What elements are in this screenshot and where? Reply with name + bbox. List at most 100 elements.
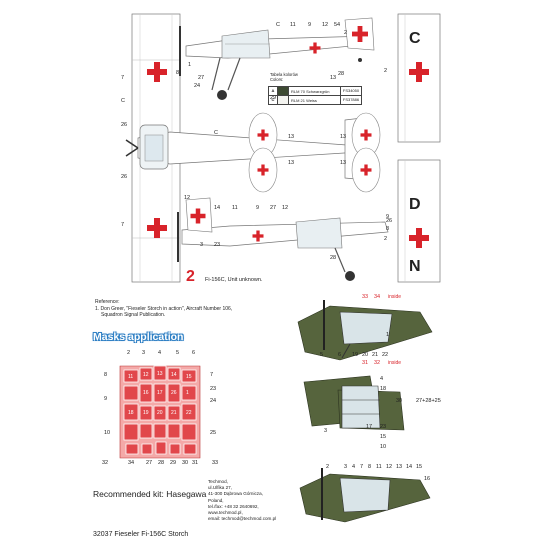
mask-num: 22 — [186, 410, 192, 416]
callout: C — [276, 22, 280, 28]
callout: 26 — [121, 122, 128, 128]
company-email: email: techmod@techmod.com.pl — [208, 516, 277, 522]
legend-fs: FS34050 — [340, 87, 361, 95]
callout: 7 — [210, 372, 214, 378]
legend-name: RLM 70 Schwarzgrün — [291, 88, 330, 94]
callout: 9 — [308, 22, 312, 28]
callout: 2 — [344, 30, 348, 36]
mask-num: 15 — [186, 374, 192, 380]
marking-number: 2 — [186, 268, 195, 285]
mask-num: 20 — [157, 410, 163, 416]
callout: 5 — [176, 350, 180, 356]
callout: 24 — [210, 398, 217, 404]
callout: C — [121, 98, 125, 104]
legend-fs: FS37886 — [340, 96, 361, 104]
callout: 23 — [210, 386, 217, 392]
recommended-kit: Recommended kit: Hasegawa — [93, 489, 207, 499]
callout: 9 — [386, 214, 390, 220]
side-view-top — [179, 17, 375, 100]
callout: 11 — [232, 205, 238, 211]
callout: 54 — [334, 22, 341, 28]
green-view-mid — [303, 375, 405, 431]
company-city: 41-300 Dąbrowa Górnicza, — [208, 491, 263, 497]
mask-num: 21 — [171, 410, 177, 416]
company-info: Techmod, ul.Ulfika 27, 41-300 Dąbrowa Gó… — [208, 479, 276, 522]
callout: 2 — [326, 464, 330, 470]
wing-letter: C — [409, 30, 421, 47]
tail-markings — [248, 112, 381, 193]
callout-red: 31 — [362, 360, 369, 366]
callout: 11 — [290, 22, 296, 28]
callout: 13 — [340, 160, 347, 166]
mask-num: 13 — [157, 371, 163, 377]
legend-title: Tabela kolorów Colors: — [270, 72, 298, 82]
product-title: 32037 Fieseler Fi-156C Storch — [93, 531, 189, 538]
company-street: ul.Ulfika 27, — [208, 485, 233, 491]
callout: 7 — [121, 222, 125, 228]
callout: 8 — [368, 464, 372, 470]
mask-num: 26 — [171, 390, 177, 396]
company-phone: tel./fax: +48 32 2640692, — [208, 503, 259, 509]
legend-title-line2: Colors: — [270, 77, 284, 82]
callout: 5 — [320, 352, 324, 358]
callout: 4 — [158, 350, 162, 356]
legend-name: RLM 21 Weiss — [291, 97, 317, 103]
callout: 15 — [380, 434, 387, 440]
mask-num: 12 — [143, 372, 149, 378]
mask-num: 19 — [143, 410, 149, 416]
company-web: www.techmod.pl, — [208, 510, 243, 516]
legend-swatch — [278, 87, 289, 95]
callout: 17 — [366, 424, 373, 430]
callout: 22 — [382, 352, 389, 358]
plan-view — [125, 13, 367, 283]
callout-red: 33 — [362, 294, 369, 300]
mask-num: 14 — [171, 372, 177, 378]
callout: 31 — [192, 460, 199, 466]
mask-num: 17 — [157, 390, 163, 396]
marking-caption: Fi-156C, Unit unknown. — [205, 277, 263, 283]
callout: 30 — [182, 460, 189, 466]
callout: 16 — [424, 476, 431, 482]
callout: 20 — [362, 352, 369, 358]
legend-code: C — [269, 96, 278, 104]
callout: 13 — [288, 160, 295, 166]
right-wing-view — [397, 13, 441, 283]
callout: 33 — [212, 460, 219, 466]
company-country: Poland, — [208, 497, 224, 503]
mask-num: 16 — [143, 390, 149, 396]
callout: 7 — [360, 464, 364, 470]
callout: 29 — [170, 460, 177, 466]
legend-row: A RLM 70 Schwarzgrün FS34050 — [269, 87, 361, 95]
callout: 2 — [127, 350, 131, 356]
mask-num: 18 — [128, 410, 134, 416]
callout: 23 — [214, 242, 221, 248]
callout: 3 — [200, 242, 204, 248]
callout: 13 — [288, 134, 295, 140]
callout: 30 — [396, 398, 403, 404]
callout: 3 — [324, 428, 328, 434]
callout: 14 — [406, 464, 413, 470]
callout: 10 — [380, 444, 387, 450]
legend-code: A — [269, 87, 278, 95]
reference-line: Squadron Signal Publication. — [101, 312, 166, 318]
masks-diagram — [119, 365, 201, 459]
callout: 13 — [330, 75, 337, 81]
legend-row: C RLM 21 Weiss FS37886 — [269, 95, 361, 104]
reference: Reference: 1. Don Greer, "Fieseler Storc… — [95, 299, 232, 319]
callout-red: inside — [388, 360, 402, 366]
callout: 3 — [344, 464, 348, 470]
legend-swatch — [278, 96, 289, 104]
callout: C — [214, 130, 218, 136]
callout: 1 — [386, 332, 390, 338]
green-view-top — [297, 300, 433, 361]
company-name: Techmod, — [208, 479, 228, 484]
callout: 6 — [192, 350, 196, 356]
callout: 12 — [282, 205, 289, 211]
callout: 13 — [396, 464, 403, 470]
callout: 34 — [128, 460, 135, 466]
callout: 25 — [210, 430, 217, 436]
callout: 9 — [256, 205, 260, 211]
callout: 15 — [416, 464, 423, 470]
callout: 9 — [104, 396, 108, 402]
